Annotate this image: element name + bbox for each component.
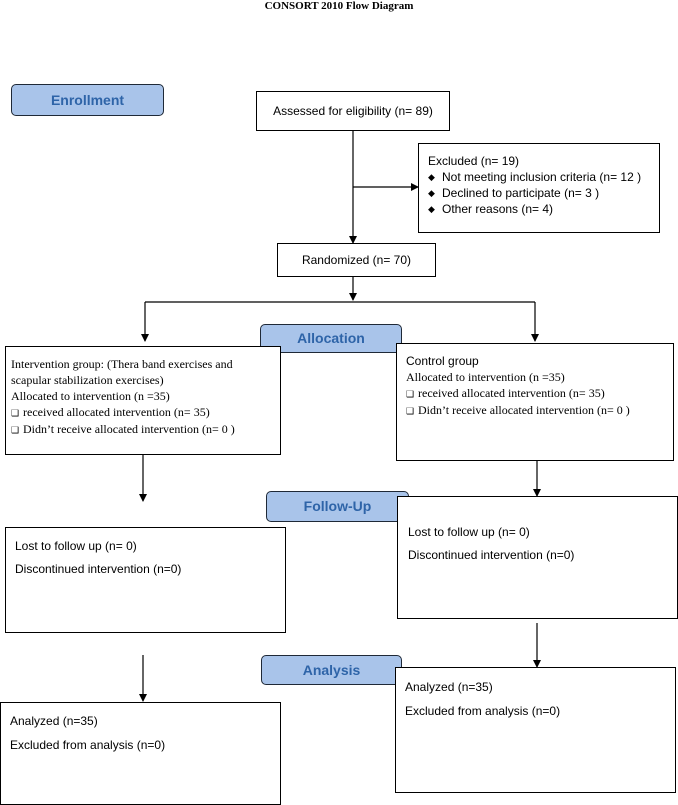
checkbox-icon: ❑ (406, 406, 415, 416)
control-allocated: Allocated to intervention (n =35) (406, 370, 565, 384)
control-followup-box: Lost to follow up (n= 0) Discontinued in… (397, 496, 678, 619)
excluded-heading: Excluded (n= 19) (428, 154, 520, 168)
excluded-box: Excluded (n= 19) ◆Not meeting inclusion … (418, 143, 660, 233)
diamond-bullet-icon: ◆ (428, 204, 435, 214)
control-group-label: Control group (406, 354, 479, 368)
checkbox-icon: ❑ (406, 389, 415, 399)
intervention-group-label: Intervention group: (Thera band exercise… (11, 357, 233, 371)
excluded-reason-item: ◆Not meeting inclusion criteria (n= 12 ) (428, 170, 642, 184)
intervention-discontinued: Discontinued intervention (n=0) (15, 562, 182, 576)
intervention-received-row: ❑received allocated intervention (n= 35) (11, 405, 210, 419)
control-excluded-analysis: Excluded from analysis (n=0) (405, 704, 561, 718)
intervention-group-label-cont: scapular stabilization exercises) (11, 373, 164, 387)
control-received-row: ❑received allocated intervention (n= 35) (406, 386, 605, 400)
stage-enrollment: Enrollment (11, 84, 164, 116)
diagram-title: CONSORT 2010 Flow Diagram (264, 0, 414, 12)
control-analyzed: Analyzed (n=35) (405, 680, 493, 694)
intervention-followup-box: Lost to follow up (n= 0) Discontinued in… (5, 527, 286, 633)
stage-analysis: Analysis (261, 655, 402, 685)
diamond-bullet-icon: ◆ (428, 172, 435, 182)
randomized-text: Randomized (n= 70) (301, 253, 412, 267)
intervention-analysis-box: Analyzed (n=35) Excluded from analysis (… (0, 702, 281, 805)
excluded-reasons-list: ◆Not meeting inclusion criteria (n= 12 )… (428, 169, 659, 217)
intervention-allocated: Allocated to intervention (n =35) (11, 389, 170, 403)
control-analysis-box: Analyzed (n=35) Excluded from analysis (… (395, 667, 676, 793)
assessed-text: Assessed for eligibility (n= 89) (273, 104, 433, 118)
excluded-reason-item: ◆Other reasons (n= 4) (428, 202, 554, 216)
control-lost: Lost to follow up (n= 0) (408, 525, 530, 539)
intervention-excluded-analysis: Excluded from analysis (n=0) (10, 738, 166, 752)
control-allocation-box: Control group Allocated to intervention … (396, 343, 674, 461)
stage-allocation: Allocation (260, 324, 402, 353)
intervention-not-received-row: ❑Didn’t receive allocated intervention (… (11, 422, 235, 436)
assessed-box: Assessed for eligibility (n= 89) (256, 91, 450, 131)
checkbox-icon: ❑ (11, 408, 20, 418)
randomized-box: Randomized (n= 70) (277, 243, 436, 277)
intervention-allocation-box: Intervention group: (Thera band exercise… (5, 346, 281, 455)
diamond-bullet-icon: ◆ (428, 188, 435, 198)
intervention-lost: Lost to follow up (n= 0) (15, 539, 137, 553)
control-discontinued: Discontinued intervention (n=0) (408, 548, 575, 562)
intervention-analyzed: Analyzed (n=35) (10, 714, 98, 728)
control-not-received-row: ❑Didn’t receive allocated intervention (… (406, 403, 630, 417)
stage-followup: Follow-Up (266, 491, 409, 522)
checkbox-icon: ❑ (11, 425, 20, 435)
excluded-reason-item: ◆Declined to participate (n= 3 ) (428, 186, 600, 200)
